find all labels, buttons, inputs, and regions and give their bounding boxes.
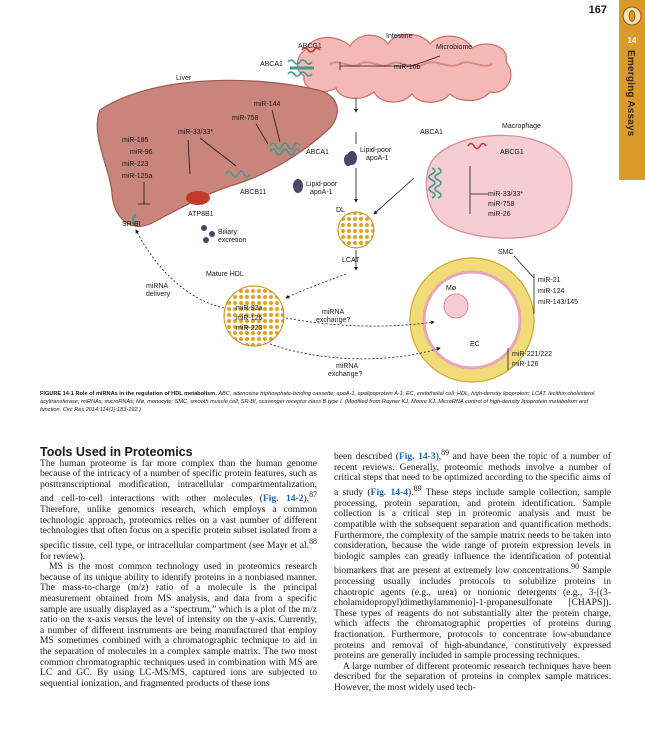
label-mir96: miR-96: [130, 149, 153, 156]
label-hdl-mir223: miR-223: [236, 325, 263, 332]
label-mir758: miR-758: [232, 115, 259, 122]
label-hdl-mir92a: miR-92a: [236, 305, 263, 312]
label-macro-mir33: miR-33/33*: [488, 191, 523, 198]
label-microbiome: Microbiome: [436, 44, 472, 51]
label-mirna-exchange-2: exchange?: [316, 317, 350, 324]
page-number: 167: [588, 4, 607, 16]
label-mirna-exchange-b2: exchange?: [328, 371, 362, 378]
citation-superscript: 88: [309, 536, 317, 546]
label-smc-mir143: miR-143/145: [538, 299, 578, 306]
intestine-shape: [296, 33, 512, 103]
label-intestine: Intestine: [386, 33, 413, 40]
section-title: Tools Used in Proteomics: [40, 445, 193, 459]
caption-text: ABC, adenosine triphosphate-binding cass…: [40, 391, 595, 413]
label-lipid-poor-mid-2: apoA-1: [310, 189, 333, 196]
figure-ref-link[interactable]: Fig. 14-2: [262, 493, 304, 505]
citation-superscript: 87: [309, 490, 317, 500]
body-column-right: been described (Fig. 14-3),89 and have b…: [334, 448, 611, 694]
paragraph-left-1: The human proteome is far more complex t…: [40, 457, 317, 562]
label-mir33: miR-33/33*: [178, 129, 213, 136]
label-mirna-exchange-1: miRNA: [322, 309, 344, 316]
label-mir125a: miR-125a: [122, 173, 152, 180]
label-mir185: miR-185: [122, 137, 149, 144]
label-mir144: miR-144: [254, 101, 281, 108]
liver-shape: [96, 79, 338, 227]
label-ec-mir126: miR-126: [512, 361, 539, 368]
label-lipid-poor-top-2: apoA-1: [366, 155, 389, 162]
label-hdl-mir126: miR-126: [236, 315, 263, 322]
chapter-number: 14: [627, 36, 637, 45]
paragraph-right-2: A large number of different proteomic re…: [334, 660, 611, 693]
hdl-metabolism-diagram: Intestine ABCG1 Microbiome ABCA1 miR-10b…: [96, 33, 578, 383]
label-mirna-delivery-2: delivery: [146, 291, 171, 298]
label-mirna-delivery-1: miRNA: [146, 283, 168, 290]
chapter-title: Emerging Assays: [625, 50, 636, 137]
figure-ref-link[interactable]: Fig. 14-3: [398, 451, 436, 463]
label-mo: Mø: [446, 285, 457, 292]
figure-ref-link[interactable]: Fig. 14-4: [370, 487, 409, 499]
citation-superscript: 89: [413, 483, 422, 493]
label-liver: Liver: [176, 75, 192, 82]
label-macrophage: Macrophage: [502, 123, 541, 130]
label-abca1-macro: ABCA1: [420, 129, 443, 136]
label-srbi: SR-BI: [122, 221, 141, 228]
figure-caption: FIGURE 14-1 Role of miRNAs in the regula…: [40, 390, 610, 414]
label-mature-hdl: Mature HDL: [206, 271, 244, 278]
label-abcg1-intestine: ABCG1: [298, 43, 322, 50]
label-smc-mir124: miR-124: [538, 288, 565, 295]
label-ec-mir221: miR-221/222: [512, 351, 552, 358]
label-mirna-exchange-b1: miRNA: [336, 363, 358, 370]
citation-superscript: 89: [441, 448, 450, 457]
paragraph-left-2: MS is the most common technology used in…: [40, 561, 317, 689]
paragraph-right-1: been described (Fig. 14-3),89 and have b…: [334, 448, 612, 662]
label-mir10b: miR-10b: [394, 64, 421, 71]
label-ec: EC: [470, 341, 480, 348]
chapter-emblem-icon: [622, 6, 642, 26]
caption-title: Role of miRNAs in the regulation of HDL …: [75, 391, 217, 397]
caption-label: FIGURE 14-1: [40, 391, 74, 397]
label-smc-mir21: miR-21: [538, 277, 561, 284]
label-lcat: LCAT: [342, 257, 360, 264]
label-lipid-poor-top-1: Lipid-poor: [360, 147, 392, 154]
label-dl: DL: [336, 207, 345, 214]
label-macro-mir758: miR-758: [488, 201, 515, 208]
figure-14-1: Intestine ABCG1 Microbiome ABCA1 miR-10b…: [40, 18, 600, 390]
label-abcb11: ABCB11: [240, 189, 266, 196]
label-macro-mir26: miR-26: [488, 211, 511, 218]
label-mir223: miR-223: [122, 161, 149, 168]
macrophage-shape: [425, 134, 573, 239]
label-abca1-liver: ABCA1: [306, 149, 329, 156]
label-lipid-poor-mid-1: Lipid-poor: [306, 181, 338, 188]
label-abca1-intestine: ABCA1: [260, 61, 283, 68]
label-atp8b1: ATP8B1: [188, 211, 214, 218]
label-excretion: excretion: [218, 237, 247, 244]
body-column-left: Tools Used in Proteomics The human prote…: [40, 445, 317, 689]
label-smc: SMC: [498, 249, 514, 256]
chapter-tab: 14 Emerging Assays: [619, 0, 645, 180]
citation-superscript: 90: [571, 562, 580, 572]
label-abcg1-macro: ABCG1: [500, 149, 524, 156]
mature-hdl-particle: [223, 285, 285, 347]
label-biliary: Biliary: [218, 229, 238, 236]
